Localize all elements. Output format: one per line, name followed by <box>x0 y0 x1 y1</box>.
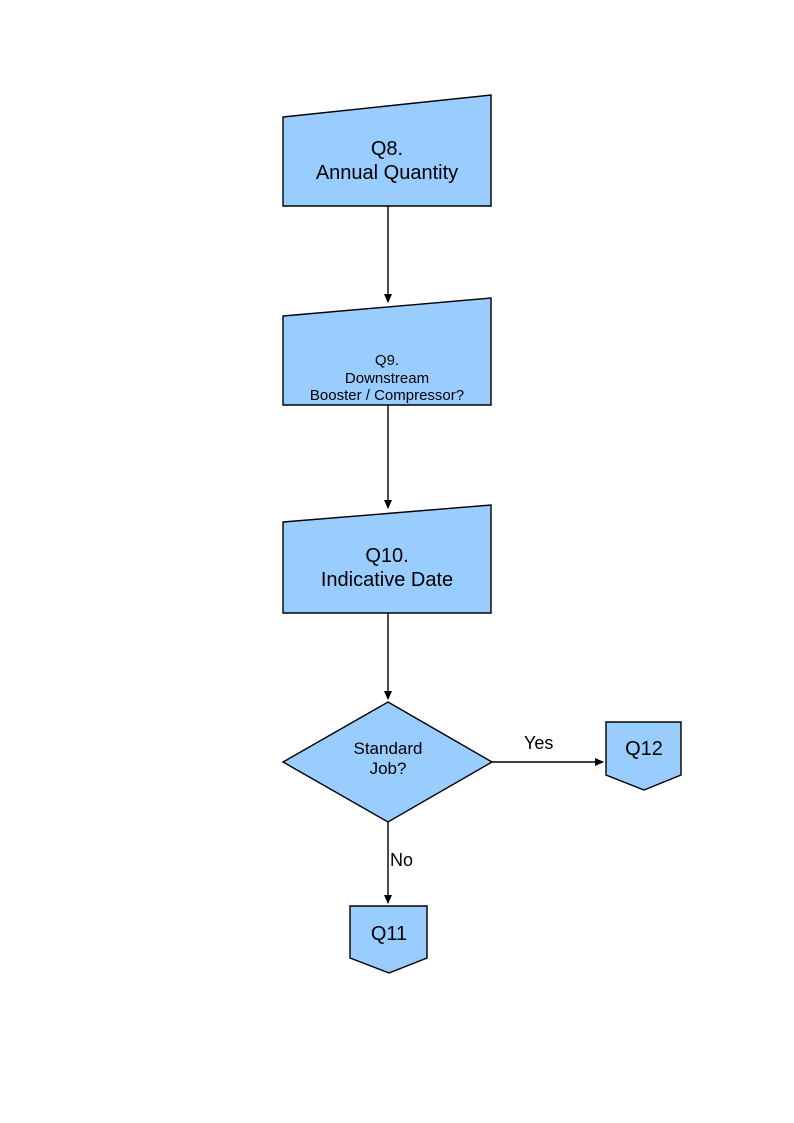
node-decision-shape[interactable] <box>281 701 494 823</box>
node-q8-shape[interactable] <box>282 94 492 207</box>
node-q12-shape[interactable] <box>605 721 682 791</box>
node-q10-shape[interactable] <box>282 504 492 614</box>
node-q9-shape[interactable] <box>282 297 492 406</box>
node-q11-shape[interactable] <box>349 905 428 974</box>
